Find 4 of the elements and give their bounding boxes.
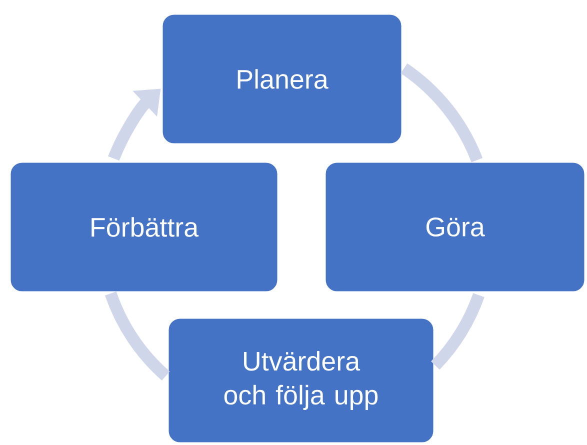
process-box: Göra <box>324 161 586 293</box>
process-box: Planera <box>161 13 403 145</box>
process-box: Utvärdera och följa upp <box>167 317 435 444</box>
process-box: Förbättra <box>9 161 279 293</box>
